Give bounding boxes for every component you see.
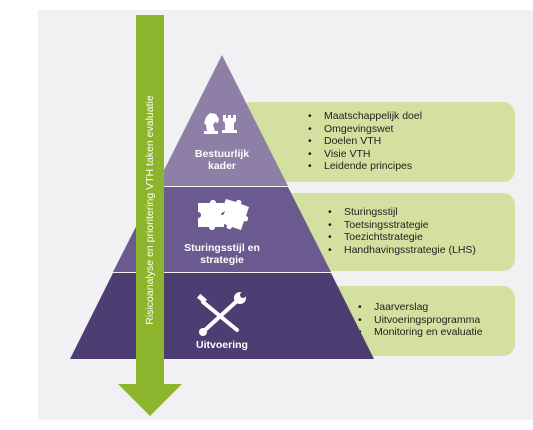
arrow-label: Risicoanalyse en prioritering VTH taken …: [144, 95, 156, 325]
list-item: Omgevingswet: [308, 123, 422, 136]
pyramid-tier-top: [156, 55, 288, 186]
list-item: Doelen VTH: [308, 135, 422, 148]
tier-3-label-line-1: Uitvoering: [196, 339, 248, 351]
tools-icon: [197, 292, 246, 336]
list-item: Handhavingsstrategie (LHS): [328, 244, 476, 257]
pyramid-tier-middle: [113, 187, 331, 272]
tier-2-item-list: Sturingsstijl Toetsingsstrategie Toezich…: [328, 206, 476, 256]
tier-1-label-line-1: Bestuurlijk: [194, 148, 250, 160]
chess-pieces-icon: [204, 113, 237, 134]
list-item: Toezichtstrategie: [328, 231, 476, 244]
tier-2-label-line-1: Sturingsstijl en: [184, 242, 260, 254]
list-item: Toetsingsstrategie: [328, 219, 476, 232]
tier-3-item-list: Jaarverslag Uitvoeringsprogramma Monitor…: [358, 301, 483, 339]
tier-1-label: Bestuurlijk kader: [182, 148, 262, 172]
list-item: Jaarverslag: [358, 301, 483, 314]
list-item: Visie VTH: [308, 148, 422, 161]
list-item: Uitvoeringsprogramma: [358, 314, 483, 327]
list-item: Maatschappelijk doel: [308, 110, 422, 123]
process-arrow: [118, 15, 182, 416]
tier-2-label-line-2: strategie: [200, 254, 244, 266]
tier-1-info-box: Maatschappelijk doel Omgevingswet Doelen…: [240, 102, 515, 182]
tier-1-label-line-2: kader: [207, 160, 237, 172]
tier-1-item-list: Maatschappelijk doel Omgevingswet Doelen…: [308, 110, 422, 173]
puzzle-pieces-icon: [198, 199, 249, 230]
list-item: Sturingsstijl: [328, 206, 476, 219]
tier-2-label: Sturingsstijl en strategie: [172, 242, 272, 266]
tier-3-label: Uitvoering: [172, 339, 272, 351]
list-item: Leidende principes: [308, 160, 422, 173]
